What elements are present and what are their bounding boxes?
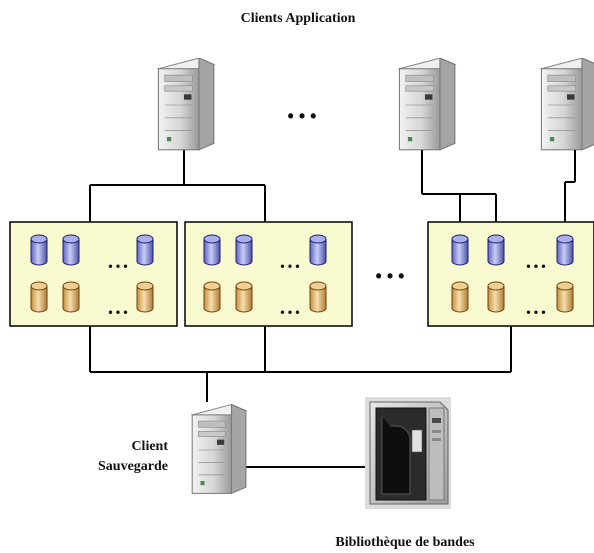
- disk-icon: [309, 234, 327, 266]
- disk-icon: [235, 281, 253, 313]
- disk-icon: [30, 234, 48, 266]
- tape-library-icon: [365, 397, 451, 509]
- ellipsis-row: • • •: [280, 305, 299, 319]
- ellipsis-row: • • •: [526, 259, 545, 273]
- disk-icon: [556, 281, 574, 313]
- storage-array-3: • • • • • •: [427, 221, 594, 327]
- application-client-server-1: [157, 58, 215, 151]
- lower-wiring: [89, 326, 512, 468]
- disk-icon: [136, 234, 154, 266]
- upper-wiring: [89, 150, 576, 240]
- disk-icon: [203, 281, 221, 313]
- disk-icon: [487, 281, 505, 313]
- ellipsis-row: • • •: [108, 259, 127, 273]
- disk-icon: [136, 281, 154, 313]
- storage-array-1: • • • • • •: [9, 221, 178, 327]
- storage-array-2: • • • • • •: [184, 221, 353, 327]
- label-tape-library: Bibliothèque de bandes: [335, 535, 475, 550]
- label-backup-client-line2: Sauvegarde: [98, 459, 168, 474]
- disk-icon: [62, 234, 80, 266]
- ellipsis-row: • • •: [280, 259, 299, 273]
- disk-icon: [30, 281, 48, 313]
- ellipsis-row: • • •: [526, 305, 545, 319]
- ellipsis-between-arrays: • • •: [376, 266, 405, 286]
- disk-icon: [451, 281, 469, 313]
- label-backup-client-line1: Client: [131, 439, 168, 454]
- application-client-server-2: [398, 58, 456, 151]
- ellipsis-between-servers: • • •: [288, 106, 317, 126]
- disk-icon: [451, 234, 469, 266]
- backup-client-server: [191, 403, 247, 494]
- disk-icon: [487, 234, 505, 266]
- title-clients-application: Clients Application: [241, 11, 356, 26]
- application-client-server-3: [540, 58, 594, 151]
- disk-icon: [309, 281, 327, 313]
- disk-icon: [62, 281, 80, 313]
- disk-icon: [203, 234, 221, 266]
- disk-icon: [235, 234, 253, 266]
- disk-icon: [556, 234, 574, 266]
- ellipsis-row: • • •: [108, 305, 127, 319]
